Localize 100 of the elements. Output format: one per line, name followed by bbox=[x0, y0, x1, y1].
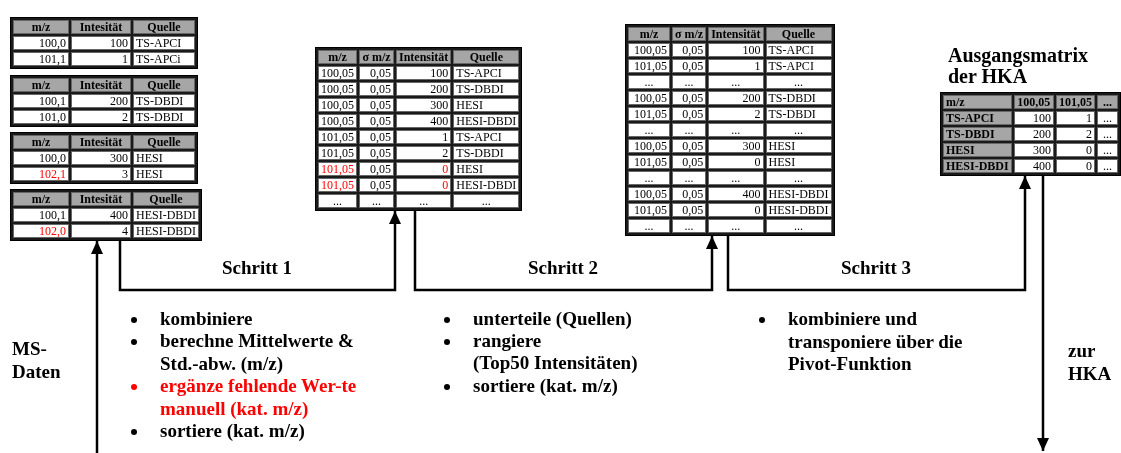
table-cell: TS-DBDI bbox=[765, 107, 832, 121]
table-cell: ... bbox=[628, 171, 670, 185]
bullet-item: kombiniere und transponiere über die Pivot-Funktion bbox=[788, 308, 964, 376]
table-cell: 102,0 bbox=[13, 224, 69, 238]
column-header: Quelle bbox=[453, 50, 520, 64]
table-cell: 2 bbox=[1055, 127, 1095, 141]
table-cell: 400 bbox=[396, 114, 452, 128]
table-cell: 2 bbox=[71, 110, 131, 124]
column-header: m/z bbox=[318, 50, 357, 64]
table-cell: 0,05 bbox=[672, 91, 707, 105]
table-cell: ... bbox=[359, 194, 394, 208]
table-cell: ... bbox=[708, 123, 764, 137]
table-cell: 200 bbox=[708, 91, 764, 105]
table-cell: 0,05 bbox=[359, 98, 394, 112]
table-cell: 0,05 bbox=[359, 178, 394, 192]
side-label: zur HKA bbox=[1068, 340, 1113, 385]
table-cell: TS-APCI bbox=[765, 59, 832, 73]
table-cell: HESI bbox=[133, 167, 195, 181]
table-cell: 2 bbox=[708, 107, 764, 121]
table-cell: TS-DBDI bbox=[133, 110, 195, 124]
table-cell: 100 bbox=[708, 43, 764, 57]
row-header: TS-DBDI bbox=[943, 127, 1012, 141]
table-cell: ... bbox=[1096, 159, 1118, 173]
bullet-item: rangiere bbox=[473, 330, 543, 353]
table-cell: 0,05 bbox=[672, 43, 707, 57]
table-cell: ... bbox=[672, 123, 707, 137]
table-cell: ... bbox=[396, 194, 452, 208]
table-cell: 101,0 bbox=[13, 110, 69, 124]
table-cell: 300 bbox=[708, 139, 764, 153]
table-cell: HESI-DBDI bbox=[765, 187, 832, 201]
arrow bbox=[118, 211, 401, 292]
table-cell: ... bbox=[628, 123, 670, 137]
table-cell: TS-APCI bbox=[453, 66, 520, 80]
table-cell: 100,0 bbox=[13, 151, 69, 165]
table-cell: 101,05 bbox=[628, 203, 670, 217]
column-header: σ m/z bbox=[672, 27, 707, 41]
table-cell: 100 bbox=[396, 66, 452, 80]
row-header: TS-APCI bbox=[943, 111, 1012, 125]
bullet-item: sortiere (kat. m/z) bbox=[473, 375, 619, 398]
table-cell: 0,05 bbox=[359, 130, 394, 144]
data-table bbox=[315, 47, 523, 211]
data-table bbox=[10, 75, 198, 127]
bullet-item: ergänze fehlende Wer-te manuell (kat. m/z) bbox=[160, 375, 358, 420]
table-cell: 100,05 bbox=[318, 114, 357, 128]
table-cell: ... bbox=[672, 219, 707, 233]
row-header: HESI bbox=[943, 143, 1012, 157]
data-table bbox=[10, 17, 198, 69]
table-cell: 300 bbox=[1013, 143, 1054, 157]
table-cell: ... bbox=[1096, 111, 1118, 125]
table-cell: TS-DBDI bbox=[765, 91, 832, 105]
arrow bbox=[1037, 176, 1049, 451]
table-cell: 100 bbox=[1013, 111, 1054, 125]
table-cell: 101,05 bbox=[318, 162, 357, 176]
data-table bbox=[940, 45, 1121, 176]
table-cell: 100,1 bbox=[13, 208, 69, 222]
table-cell: 0,05 bbox=[672, 187, 707, 201]
column-header: Intesität bbox=[71, 192, 131, 206]
table-cell: 0,05 bbox=[672, 155, 707, 169]
table-cell: 101,05 bbox=[628, 155, 670, 169]
table-cell: TS-DBDI bbox=[453, 146, 520, 160]
table-cell: 100,05 bbox=[628, 187, 670, 201]
table-cell: 100,05 bbox=[318, 66, 357, 80]
table-cell: HESI-DBDI bbox=[453, 114, 520, 128]
table-cell: ... bbox=[628, 219, 670, 233]
table-cell: HESI bbox=[765, 155, 832, 169]
arrow bbox=[91, 241, 103, 453]
column-header: Quelle bbox=[133, 78, 195, 92]
column-header: Quelle bbox=[765, 27, 832, 41]
side-label: MS-Daten bbox=[12, 338, 62, 383]
table-cell: TS-APCI bbox=[453, 130, 520, 144]
table-cell: ... bbox=[708, 171, 764, 185]
column-header: Intesität bbox=[71, 78, 131, 92]
table-cell: 0,05 bbox=[359, 82, 394, 96]
table-cell: 0,05 bbox=[359, 114, 394, 128]
table-cell: TS-DBDI bbox=[133, 94, 195, 108]
table-cell: 100,05 bbox=[318, 98, 357, 112]
table-cell: 4 bbox=[71, 224, 131, 238]
column-header: m/z bbox=[943, 95, 1012, 109]
table-cell: 100,05 bbox=[628, 43, 670, 57]
column-header: Intensität bbox=[396, 50, 452, 64]
column-header: m/z bbox=[628, 27, 670, 41]
data-table bbox=[625, 24, 835, 236]
table-cell: 0,05 bbox=[359, 162, 394, 176]
table-cell: 1 bbox=[71, 52, 131, 66]
table-cell: 1 bbox=[708, 59, 764, 73]
table-cell: ... bbox=[453, 194, 520, 208]
column-header: ... bbox=[1096, 95, 1118, 109]
table-cell: ... bbox=[628, 75, 670, 89]
table-cell: 101,05 bbox=[318, 130, 357, 144]
table-cell: ... bbox=[672, 171, 707, 185]
column-header: Quelle bbox=[133, 192, 199, 206]
table-cell: 101,1 bbox=[13, 52, 69, 66]
table-cell: ... bbox=[1096, 143, 1118, 157]
table-cell: 0 bbox=[1055, 159, 1095, 173]
table-cell: TS-APCI bbox=[133, 36, 195, 50]
table-cell: HESI-DBDI bbox=[133, 224, 199, 238]
column-header: 100,05 bbox=[1013, 95, 1054, 109]
table-cell: 100,05 bbox=[628, 91, 670, 105]
table-cell: 101,05 bbox=[628, 59, 670, 73]
column-header: Intesität bbox=[71, 20, 131, 34]
